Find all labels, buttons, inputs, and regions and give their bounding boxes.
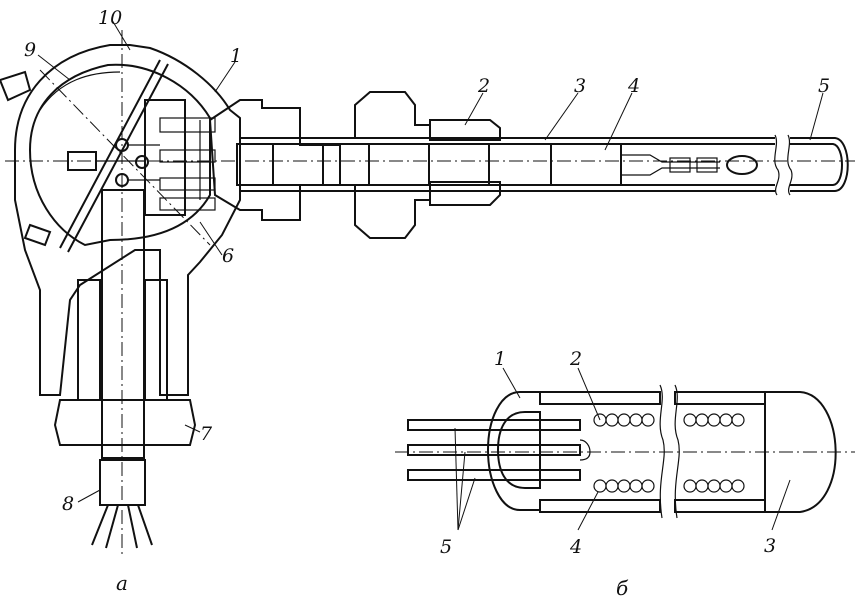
head-nipple — [208, 99, 341, 221]
terminal-block — [67, 99, 216, 216]
figure-a-leaders — [37, 19, 824, 503]
b-coils — [593, 413, 745, 493]
label-a-3: 3 — [574, 75, 586, 97]
figure-a: 10 9 1 2 3 4 5 6 7 8 а — [0, 7, 855, 595]
figure-a-labels: 10 9 1 2 3 4 5 6 7 8 — [24, 7, 830, 515]
label-b-4: 4 — [569, 536, 582, 558]
label-a-6: 6 — [222, 245, 234, 267]
caption-b: б — [616, 576, 629, 600]
label-a-1: 1 — [230, 45, 242, 67]
b-insulator-tip — [486, 391, 541, 511]
label-b-3: 3 — [764, 535, 776, 557]
head-cover — [0, 59, 169, 253]
figure-b-labels: 1 2 3 4 5 — [440, 348, 776, 558]
cable-gland — [53, 189, 197, 549]
centre-lines — [5, 30, 855, 555]
label-a-4: 4 — [627, 75, 640, 97]
insulator-beads — [236, 143, 758, 186]
label-b-2: 2 — [569, 348, 582, 370]
head-housing — [14, 44, 241, 396]
label-a-8: 8 — [62, 493, 74, 515]
caption-a: а — [116, 571, 128, 595]
figure-b-leaders — [454, 367, 791, 531]
figure-b: 1 2 3 4 5 б — [395, 348, 855, 600]
label-a-9: 9 — [24, 39, 36, 61]
b-wires — [407, 419, 591, 481]
label-a-5: 5 — [818, 75, 830, 97]
b-end-cap — [764, 391, 837, 513]
label-b-1: 1 — [494, 348, 506, 370]
label-b-5: 5 — [440, 536, 452, 558]
label-a-10: 10 — [98, 7, 122, 29]
compression-fitting — [354, 91, 501, 239]
b-sheath-left — [539, 384, 665, 519]
label-a-7: 7 — [200, 423, 213, 445]
label-a-2: 2 — [477, 75, 490, 97]
